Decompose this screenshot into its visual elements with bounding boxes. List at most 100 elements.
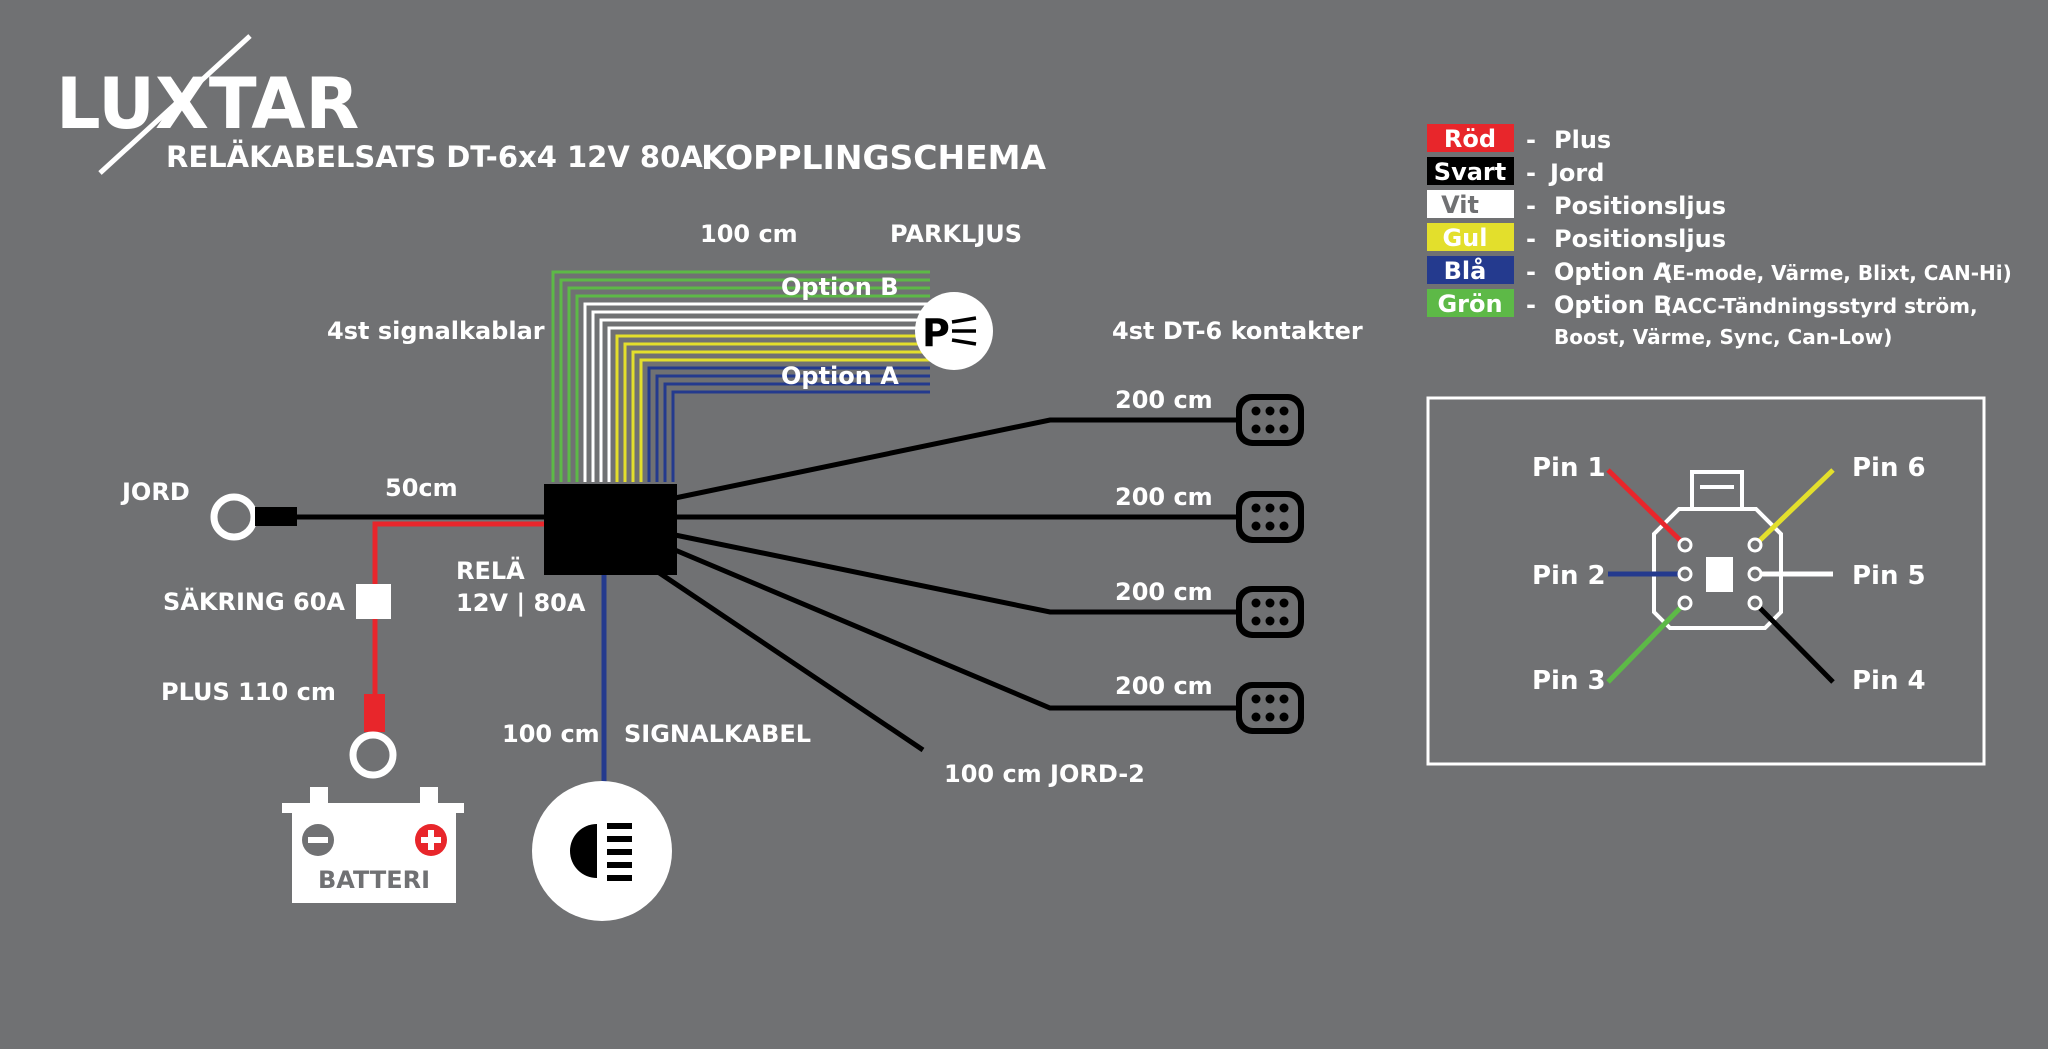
legend-note: (E-mode, Värme, Blixt, CAN-Hi) <box>1663 261 2012 285</box>
fuse-icon <box>356 584 391 619</box>
connector-4-length: 200 cm <box>1115 672 1213 700</box>
legend-dash: - <box>1526 258 1536 286</box>
green-wire <box>559 278 930 482</box>
svg-text:P: P <box>922 311 950 355</box>
pin5-label: Pin 5 <box>1852 561 1926 591</box>
yellow-wire <box>639 358 930 482</box>
legend-row: Blå - Option A (E-mode, Värme, Blixt, CA… <box>1427 256 2012 286</box>
jord-label: JORD <box>120 478 190 506</box>
legend-swatch-blue <box>1427 256 1514 284</box>
plus-terminal-sleeve <box>364 694 385 732</box>
relay-rating-label: 12V | 80A <box>456 589 586 617</box>
ground2-wire <box>653 567 925 753</box>
signalkabel-label: SIGNALKABEL <box>624 720 811 748</box>
pin6-label: Pin 6 <box>1852 453 1926 483</box>
blue-wire <box>671 390 930 482</box>
legend-desc: Positionsljus <box>1554 225 1726 253</box>
pin1-label: Pin 1 <box>1532 453 1606 483</box>
legend-row: Gul - Positionsljus <box>1427 223 1726 253</box>
legend-swatch-red <box>1427 124 1514 152</box>
top-length-label: 100 cm <box>700 220 798 248</box>
yellow-wire <box>615 334 930 482</box>
dt6-connector-icon <box>1236 682 1304 734</box>
plus-ring-terminal <box>349 731 397 779</box>
output-wire-3 <box>674 532 1236 615</box>
option-b-label: Option B <box>781 273 899 301</box>
ground-length-label: 50cm <box>385 474 458 502</box>
legend-color-name: Vit <box>1441 191 1479 219</box>
headlight-icon <box>532 781 672 921</box>
output-wire-1 <box>674 417 1236 501</box>
connector-2-length: 200 cm <box>1115 483 1213 511</box>
legend-row: Vit - Positionsljus <box>1427 190 1726 220</box>
plus-wire <box>372 521 545 710</box>
white-wire <box>583 302 930 482</box>
dt6-connector-icon <box>1236 491 1304 543</box>
battery-label: BATTERI <box>318 866 430 894</box>
legend-swatch-green <box>1427 289 1514 317</box>
option-a-label: Option A <box>781 362 899 390</box>
legend-swatch-white <box>1427 190 1514 218</box>
legend-dash: - <box>1526 126 1536 154</box>
legend-row: Grön - Option B (ACC-Tändningsstyrd strö… <box>1427 289 1978 319</box>
logo-slash <box>98 34 252 175</box>
legend-desc: Plus <box>1554 126 1611 154</box>
legend-color-name: Blå <box>1444 256 1487 285</box>
green-wire <box>575 294 930 482</box>
legend-desc: Option A <box>1554 258 1672 286</box>
dt6-connector-icon <box>1236 586 1304 638</box>
legend-color-name: Gul <box>1442 224 1487 252</box>
jord2-label: 100 cm JORD-2 <box>944 760 1145 788</box>
signal-harness <box>551 270 930 482</box>
relay-box <box>544 484 677 575</box>
pin1-wire <box>1606 468 1687 547</box>
plus-label: PLUS 110 cm <box>161 678 336 706</box>
legend-color-name: Svart <box>1434 158 1506 186</box>
legend-desc: Jord <box>1548 159 1604 187</box>
battery-icon <box>282 787 464 903</box>
legend-color-name: Röd <box>1444 125 1496 153</box>
fuse-label: SÄKRING 60A <box>163 587 345 616</box>
product-title: RELÄKABELSATS DT-6x4 12V 80A <box>166 140 703 174</box>
connector-1-length: 200 cm <box>1115 386 1213 414</box>
pin3-wire <box>1606 601 1687 684</box>
white-wire <box>591 310 930 482</box>
blue-wire <box>647 366 930 482</box>
relay-label: RELÄ <box>456 556 525 585</box>
signal-length-label: 100 cm <box>502 720 600 748</box>
legend-row: Röd - Plus <box>1427 124 1611 154</box>
blue-wire <box>663 382 930 482</box>
pin2-label: Pin 2 <box>1532 561 1606 591</box>
legend-desc: Option B <box>1554 291 1672 319</box>
white-wire <box>607 326 930 482</box>
blue-wire <box>655 374 930 482</box>
yellow-wire <box>623 342 930 482</box>
luxtar-logo: LUXTAR <box>56 34 359 175</box>
legend-note: (ACC-Tändningsstyrd ström, <box>1663 294 1978 318</box>
ground-terminal <box>210 493 297 541</box>
legend-dash: - <box>1526 192 1536 220</box>
color-legend: Röd - Plus Svart - Jord Vit - Positionsl… <box>1427 124 2012 349</box>
dt6-label: 4st DT-6 kontakter <box>1112 317 1363 345</box>
legend-dash: - <box>1526 291 1536 319</box>
legend-note-continuation: Boost, Värme, Sync, Can-Low) <box>1554 325 1892 349</box>
legend-desc: Positionsljus <box>1554 192 1726 220</box>
pinout-connector-icon <box>1652 470 1783 630</box>
dt6-connector-icon <box>1236 394 1304 446</box>
pin4-wire <box>1753 601 1835 684</box>
parkljus-label: PARKLJUS <box>890 220 1022 248</box>
connector-3-length: 200 cm <box>1115 578 1213 606</box>
output-wire-4 <box>674 547 1236 711</box>
green-wire <box>551 270 930 482</box>
pin3-label: Pin 3 <box>1532 666 1606 696</box>
yellow-wire <box>631 350 930 482</box>
legend-dash: - <box>1526 225 1536 253</box>
pinout-box <box>1426 396 1986 766</box>
legend-dash: - <box>1526 159 1536 187</box>
page-heading: KOPPLINGSCHEMA <box>701 138 1047 177</box>
white-wire <box>599 318 930 482</box>
legend-swatch-black <box>1427 157 1514 185</box>
legend-color-name: Grön <box>1437 290 1502 318</box>
pin6-wire <box>1753 468 1835 547</box>
